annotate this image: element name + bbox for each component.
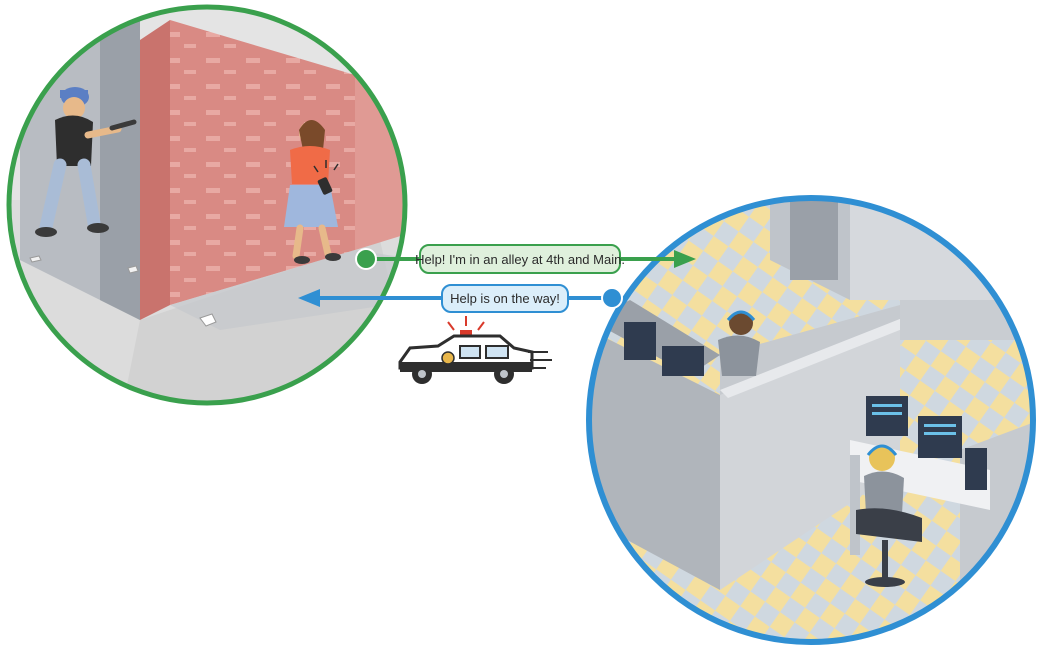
monitor (866, 396, 908, 436)
alley-scene-border (6, 4, 408, 406)
attacker-figure (35, 87, 137, 237)
dispatcher-figure (624, 310, 760, 376)
dispatch-scene-border (586, 195, 1036, 645)
door (790, 198, 838, 280)
police-car-icon (398, 316, 552, 384)
incoming-message-text: Help is on the way! (450, 291, 560, 306)
outgoing-message-text: Help! I'm in an alley at 4th and Main. (415, 252, 625, 267)
dispatcher-figure (856, 444, 922, 587)
alley-scene (9, 7, 405, 403)
dispatch-center-scene (589, 198, 1033, 642)
brick-wall-side (140, 20, 170, 320)
office-chair (856, 508, 922, 542)
brick-wall (170, 20, 355, 305)
incoming-message-bubble: Help is on the way! (441, 284, 569, 313)
smartphone-icon (317, 177, 333, 195)
monitor (965, 448, 987, 490)
monitor (918, 416, 962, 458)
outgoing-message-bubble: Help! I'm in an alley at 4th and Main. (415, 244, 625, 274)
woman-with-phone-figure (284, 120, 341, 264)
